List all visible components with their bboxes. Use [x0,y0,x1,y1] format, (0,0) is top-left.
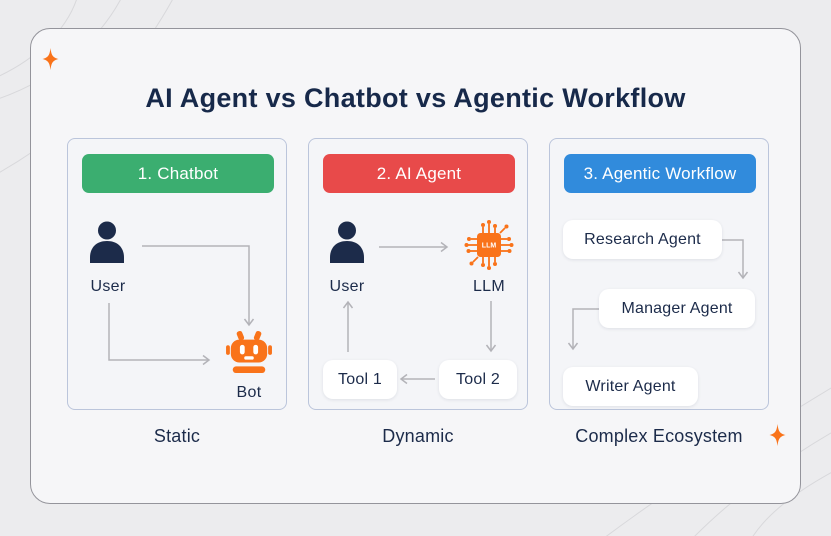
arrowhead-right-icon [202,354,211,366]
llm-label: LLM [472,278,506,295]
llm-chip-icon: LLM [464,220,514,270]
panel-header-ai-agent: 2. AI Agent [323,154,515,193]
panel-ai-agent: 2. AI Agent [308,138,528,410]
sparkle-icon [42,48,59,70]
page-title: AI Agent vs Chatbot vs Agentic Workflow [145,83,686,113]
llm-chip-label: LLM [482,243,497,250]
arrow-research-to-manager [722,239,744,278]
arrowhead-left-icon [399,373,408,385]
panel-header-agentic-workflow: 3. Agentic Workflow [564,154,756,193]
panels-row: 1. Chatbot User [67,138,769,410]
research-agent-box: Research Agent [563,220,722,259]
arrowhead-down-icon [485,344,497,353]
arrow-manager-to-writer [572,308,599,349]
user-icon [330,221,364,263]
bot-icon [226,330,272,374]
arrow-user-to-bot-top [142,245,250,325]
writer-agent-box: Writer Agent [563,367,698,406]
bot-label: Bot [236,384,262,401]
arrowhead-down-icon [567,342,579,351]
tool-1-box: Tool 1 [323,360,397,399]
arrowhead-down-icon [243,318,255,327]
tool-2-box: Tool 2 [439,360,517,399]
caption-dynamic: Dynamic [382,426,454,446]
user-icon [90,221,124,263]
arrow-user-to-bot-bottom [108,303,209,361]
card: AI Agent vs Chatbot vs Agentic Workflow … [30,28,801,504]
arrowhead-right-icon [440,241,449,253]
user-label: User [90,278,126,295]
arrowhead-down-icon [737,271,749,280]
caption-complex-ecosystem: Complex Ecosystem [575,426,743,446]
panel-chatbot: 1. Chatbot User [67,138,287,410]
panel-agentic-workflow: 3. Agentic Workflow Research Agent Manag… [549,138,769,410]
captions-row: Static Dynamic Complex Ecosystem [67,426,769,447]
caption-static: Static [153,426,201,446]
manager-agent-box: Manager Agent [599,289,755,328]
sparkle-icon [769,424,786,446]
arrowhead-up-icon [342,300,354,309]
user-label: User [329,278,365,295]
panel-header-chatbot: 1. Chatbot [82,154,274,193]
